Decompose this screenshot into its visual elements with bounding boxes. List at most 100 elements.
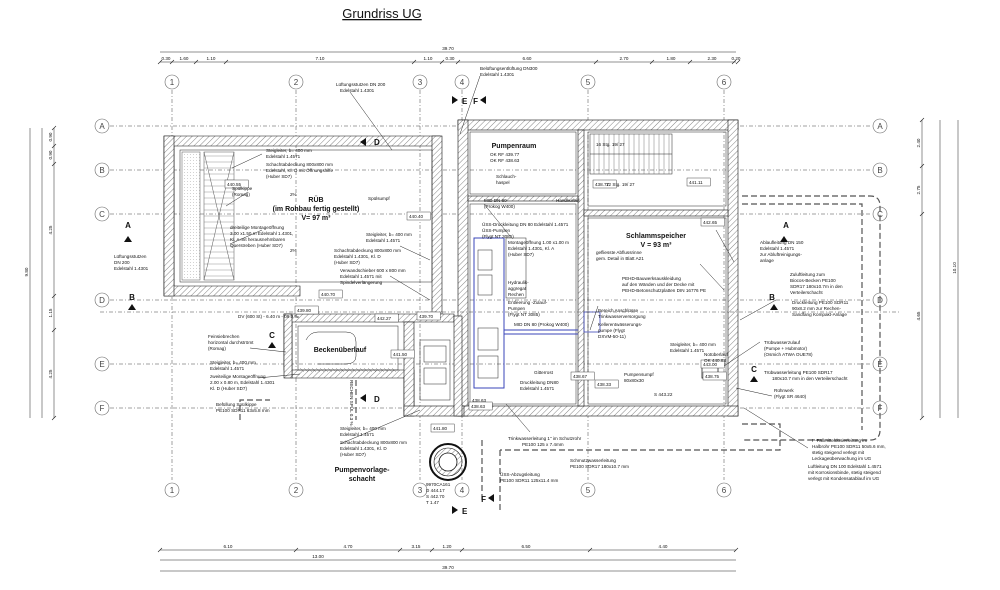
dimension-label: 3.15 xyxy=(412,544,421,549)
annotation-abl-1: Ablaufleitung DN 150 xyxy=(760,240,804,245)
section-f-bottom: F xyxy=(481,494,494,504)
level-value: 440.55 xyxy=(227,182,241,187)
grid-row-label: F xyxy=(100,404,105,413)
annotation-abwassr-2: gem. Detail in Blatt A21 xyxy=(596,256,644,261)
dimension-label: 6.50 xyxy=(522,544,531,549)
overflow-channel xyxy=(297,325,399,373)
sheet-title: Grundriss UG xyxy=(342,6,421,21)
svg-text:A: A xyxy=(125,221,131,230)
level-box xyxy=(318,289,343,299)
annotation-montage-pr-1: Montageöffnung 1.00 x1.00 m xyxy=(508,240,569,245)
section-e-top: E xyxy=(452,96,468,106)
annotation-bereich-2: Trinkwasserversorgung xyxy=(598,314,646,319)
room-rueb-volume: V= 97 m³ xyxy=(302,215,332,222)
annotation-feinsieb-1: Feinsiebrechen xyxy=(208,334,240,339)
annotation-trinkwasser-pe: PE100 125 x 7.4mm xyxy=(522,442,564,447)
dimension-label: 1.15 xyxy=(48,308,53,317)
section-d-bottom: D xyxy=(360,394,380,404)
annotation-pf-4: Leckageüberwachung im UG xyxy=(812,456,872,461)
dimension-label: 7.10 xyxy=(316,56,325,61)
annotation-bereich-1: Bereich Anschlüsse xyxy=(598,308,639,313)
annotation-mid-2: (Prokog W400) xyxy=(484,204,515,209)
annotation-notueberlauf-1: Notüberlauf xyxy=(704,352,728,357)
annotation-zweiteilig-2: 2.00 x 0.80 m, Edelstahl 1.4301 xyxy=(210,380,275,385)
annotation-druckl-1: Druckleitung PE100 SDR11 xyxy=(792,300,849,305)
level-value: 438.67 xyxy=(573,374,587,379)
grid-column-bubble xyxy=(164,74,180,90)
annotation-uess-pumpen-2: (Flygt NT 3085) xyxy=(482,234,514,239)
annotation-montage-pr-3: (Huber SD7) xyxy=(508,252,534,257)
annotation-befuellung-1: Befüllung Spülkippe xyxy=(216,402,257,407)
annotation-montage-1: dreiteilige Montageöffnung xyxy=(230,225,285,230)
bottom-overall-dim: 39.70 xyxy=(442,565,454,570)
level-value: 443.00 xyxy=(703,362,717,367)
annotation-schachtabdeckung-1a: Schachtabdeckung 800x800 mm xyxy=(266,162,333,167)
annotation-rechen-rot: RECHEN SPÜL 0.3 % xyxy=(349,380,355,426)
dimension-label: 2.40 xyxy=(916,138,921,147)
annotation-hydraulik-2: aggregat xyxy=(508,286,527,291)
annotation-abwassr-1: gefliesste Abflussrinne xyxy=(596,250,642,255)
annotation-pumpensumpf-1: Pumpensumpf xyxy=(624,372,654,377)
annotation-lufl-1: Luftleitung DN 100 Edelstahl 1.4571 xyxy=(808,464,882,469)
annotation-zuf-2: Biocos-Becken PE100 xyxy=(790,278,836,283)
room-beckenueberlauf: Beckenüberlauf xyxy=(314,347,367,354)
level-value: 442.27 xyxy=(377,316,391,321)
annotation-uess-abs-1: ÜSS-Abzugsleitung xyxy=(500,471,540,477)
dimension-label: 0.90 xyxy=(48,150,53,159)
annotation-keller-2: pumpe (Flygt xyxy=(598,328,626,333)
annotation-pf-1: P-Fällmitteldosierleitung im xyxy=(812,438,867,443)
annotation-schachtabdeckung-2a: Schachtabdeckung 800x800 mm xyxy=(334,248,401,253)
level-box xyxy=(406,211,431,221)
annotation-feinsieb-2: horizontal durchströmt xyxy=(208,340,254,345)
level-box xyxy=(686,177,711,187)
annotation-pumpensumpf-2: 80x80x30 xyxy=(624,378,644,383)
room-pumpenraum: Pumpenraum xyxy=(492,143,537,150)
annotation-steigleiter-1b: Edelstahl 1.4571 xyxy=(266,154,301,159)
section-c-left: C xyxy=(268,331,276,348)
grid-column-bubble xyxy=(454,74,470,90)
annotation-ruehr-1: Rührwerk xyxy=(774,388,794,393)
dimension-label: 0.30 xyxy=(446,56,455,61)
annotation-druckleitung-2: Edelstahl 1.4571 xyxy=(520,386,555,391)
svg-text:E: E xyxy=(462,97,468,106)
building-walls xyxy=(163,119,739,417)
level-box xyxy=(592,179,617,189)
annotation-verwandschieber-2: Edelstahl 1.4571 mit xyxy=(340,274,382,279)
annotation-druckleitung-1: Druckleitung DN80 xyxy=(520,380,559,385)
annotation-schachtabdeckung-2c: (Huber SD7) xyxy=(334,260,360,265)
grid-row-label: E xyxy=(99,360,104,369)
annotation-trub-1: Trübwasserzulauf xyxy=(764,340,801,345)
annotation-feinsieb-3: (Romag) xyxy=(208,346,226,351)
annotation-zuf-3: SDR17 180x10.7m in den xyxy=(790,284,843,289)
annotation-dv600: DV (600 St) - 6.40 m - 09.0 ‰ xyxy=(238,314,299,319)
section-f-top: F xyxy=(473,96,486,106)
grid-row-bubble xyxy=(872,118,888,134)
annotation-lueftung-left-3: Edelstahl 1.4301 xyxy=(114,266,149,271)
annotation-belueftung-2: Edelstahl 1.4301 xyxy=(480,72,515,77)
svg-text:C: C xyxy=(751,365,757,374)
annotation-schacht4-1: Schachtabdeckung 800x800 mm xyxy=(340,440,407,445)
annotation-verwandschieber-1: Verwandschieber 600 x 800 mm xyxy=(340,268,406,273)
stairs xyxy=(589,133,673,175)
room-schlammspeicher: Schlammspeicher xyxy=(626,233,686,240)
annotation-keller-3: DXVM-50-11) xyxy=(598,334,626,339)
annotation-mid-w400: MID DN 80 (Prokog W400) xyxy=(514,322,569,327)
svg-text:B: B xyxy=(769,293,775,302)
annotation-stiege-2: 12 Stg. 19/ 27 xyxy=(606,182,635,187)
section-d-top: D xyxy=(360,138,380,147)
grid-column-label: 5 xyxy=(586,78,591,87)
level-value: 439.70 xyxy=(419,314,433,319)
grid-column-bubble xyxy=(454,482,470,498)
grid-row-bubble xyxy=(94,400,110,416)
annotation-gitterrost: Gitterrost xyxy=(534,370,554,375)
grid-row-label: A xyxy=(99,122,105,131)
dimension-label: 0.30 xyxy=(162,56,171,61)
level-value: 439.80 xyxy=(297,308,311,313)
room-schlamm-volume: V = 93 m³ xyxy=(641,242,673,249)
annotation-befuellung-2: PE100 SDR11 63x5.8 mm xyxy=(216,408,270,413)
bottom-sub-dim: 13.00 xyxy=(312,554,324,559)
annotation-zweiteilig-1: zweiteilige Montageöffnung xyxy=(210,374,266,379)
